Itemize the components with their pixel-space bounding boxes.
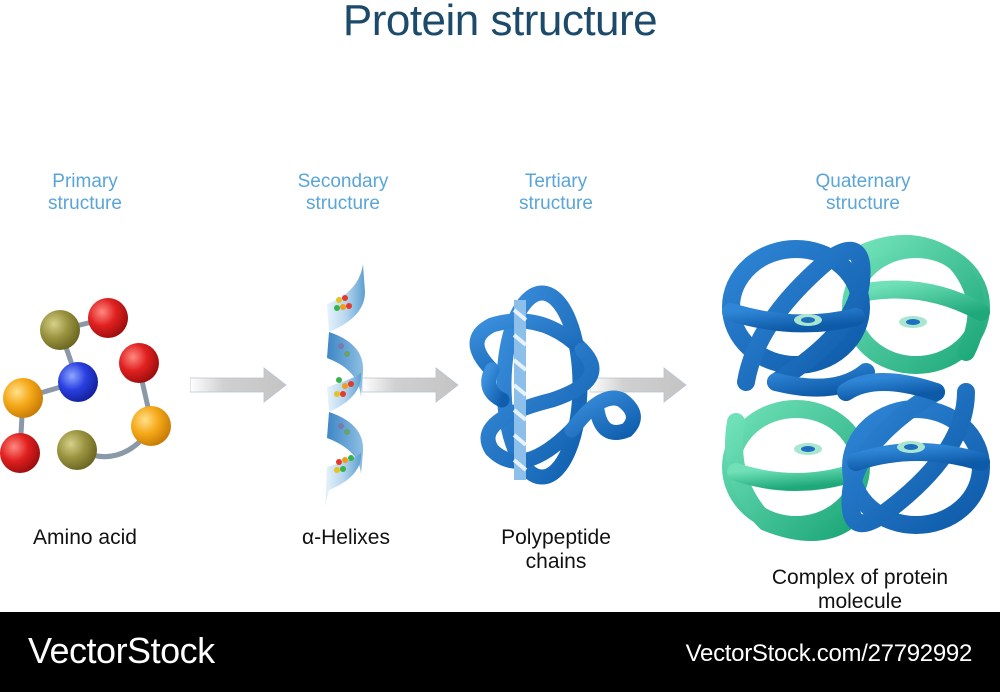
tertiary-protein-knot-illustration <box>469 285 641 485</box>
caption-complex-line2: molecule <box>817 590 903 613</box>
stage-label-quaternary-line1: Quaternary <box>815 171 911 192</box>
stage-label-tertiary-line2: structure <box>519 193 593 214</box>
green-subunit-top-right <box>842 235 990 374</box>
diagram-title: Protein structure <box>342 0 658 45</box>
amino-acid-orange-bead <box>3 378 43 418</box>
stage-label-quaternary: Quaternary structure <box>783 171 943 215</box>
stage-label-secondary: Secondary structure <box>263 171 423 215</box>
stage-label-primary: Primary structure <box>5 171 165 215</box>
stage-label-primary-line1: Primary <box>52 171 118 192</box>
caption-polypeptide-line2: chains <box>525 550 587 573</box>
amino-acid-red-bead <box>0 433 40 473</box>
amino-acid-red-bead <box>119 343 159 383</box>
caption-polypeptide-chains: Polypeptide chains <box>446 526 666 574</box>
stage-label-secondary-line2: structure <box>306 193 380 214</box>
vectorstock-reference: VectorStock.com/27792992 <box>685 640 973 667</box>
amino-acid-red-bead <box>88 298 128 338</box>
quaternary-protein-complex-illustration <box>722 235 990 541</box>
stage-label-quaternary-line2: structure <box>826 193 900 214</box>
arrow-right-icon <box>362 367 459 403</box>
stage-label-primary-line2: structure <box>48 193 122 214</box>
amino-acid-olive-bead <box>40 310 80 350</box>
caption-alpha-helixes: α-Helixes <box>302 526 390 549</box>
arrow-right-icon <box>590 367 687 403</box>
helix-residue-dots <box>334 295 354 473</box>
caption-polypeptide-line1: Polypeptide <box>501 526 611 549</box>
heme-groups <box>794 314 927 455</box>
amino-acid-olive-bead <box>57 430 97 470</box>
stage-label-secondary-line1: Secondary <box>297 171 389 192</box>
blue-subunit-bottom-right <box>837 373 990 534</box>
caption-complex-of-protein-molecule: Complex of protein molecule <box>750 566 970 614</box>
watermark-footer: VectorStock VectorStock.com/27792992 <box>0 612 1000 692</box>
blue-subunit-top-left <box>722 240 875 397</box>
caption-complex-line1: Complex of protein <box>771 566 949 589</box>
alpha-helix-illustration <box>325 264 365 507</box>
amino-acid-blue-bead <box>58 362 98 402</box>
amino-acid-chain-illustration <box>0 298 171 473</box>
caption-amino-acid: Amino acid <box>33 526 137 549</box>
green-subunit-bottom-left <box>722 400 870 541</box>
helix-segment <box>512 300 528 480</box>
stage-label-tertiary-line1: Tertiary <box>524 171 588 192</box>
vectorstock-logo: VectorStock <box>28 630 215 671</box>
stage-label-tertiary: Tertiary structure <box>476 171 636 215</box>
amino-acid-orange-bead <box>131 406 171 446</box>
arrow-right-icon <box>190 367 287 403</box>
